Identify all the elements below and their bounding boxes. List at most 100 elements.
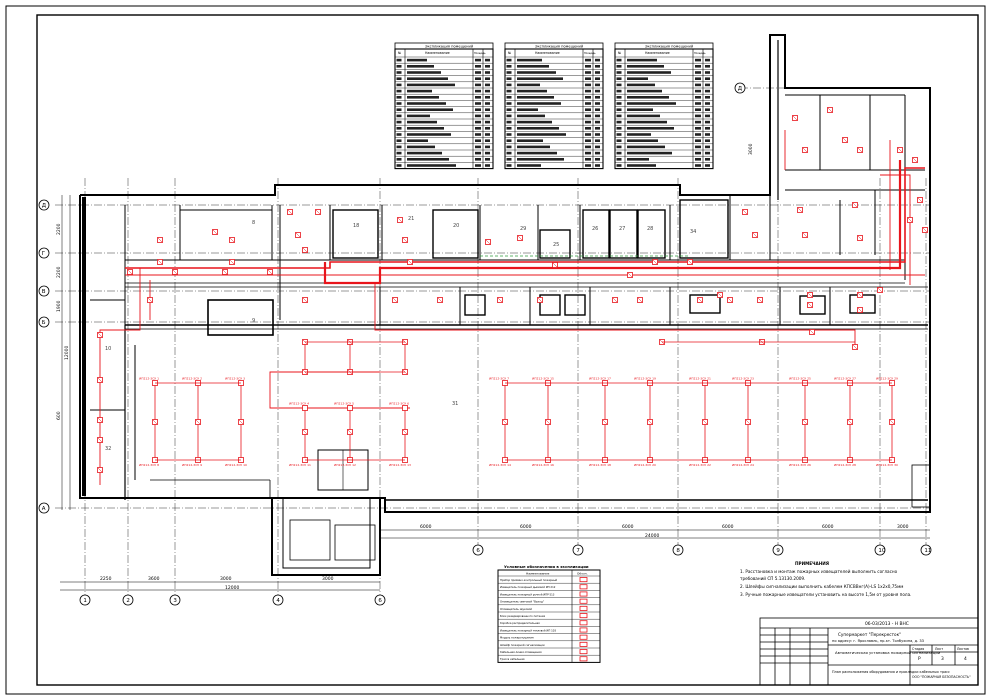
drawing-code: 06-03/2013 - Н ВНС <box>865 621 909 627</box>
schedule-cell-area <box>695 114 701 118</box>
detector-label-top: ИП212-3СУ 7 <box>489 377 509 381</box>
dim-l-2: 1900 <box>56 300 62 312</box>
schedule-cell-area <box>585 96 591 99</box>
schedule-cell-num <box>616 83 622 87</box>
schedule-cell-num <box>396 139 402 142</box>
detector-label-top: ИП212-3СУ 17 <box>589 377 611 381</box>
schedule-cell-extra <box>595 127 600 130</box>
detector-label-top: ИП212-3СУ 5 <box>334 402 354 406</box>
schedule-col-area: Площадь <box>584 52 596 55</box>
schedule-cell-area <box>475 145 481 149</box>
schedule-cell-name <box>627 151 672 155</box>
legend-symbol-icon <box>579 584 588 590</box>
schedule-cell-num <box>396 158 402 161</box>
schedule-cell-name <box>627 65 664 68</box>
schedule-cell-name <box>627 139 658 142</box>
schedule-cell-num <box>616 145 622 149</box>
schedule-cell-num <box>506 102 512 105</box>
schedule-cell-area <box>585 139 591 142</box>
schedule-cell-extra <box>595 133 600 136</box>
schedule-cell-extra <box>595 120 600 124</box>
legend-row-text: Оповещатель световой "Выход" <box>500 600 544 604</box>
legend-table: Условные обозначения в экспликацииНаимен… <box>497 564 601 663</box>
detector-label-top: ИП212-3СУ 2 <box>182 377 202 381</box>
schedule-cell-extra <box>705 108 710 111</box>
detector-label-top: ИП212-3СУ 23 <box>732 377 754 381</box>
schedule-cell-extra <box>595 158 600 161</box>
notes-title: ПРИМЕЧАНИЯ <box>795 561 829 566</box>
company-name: ООО "ПОЖАРНАЯ БЕЗОПАСНОСТЬ" <box>912 675 971 679</box>
detector-label-bottom: ИП212-3СУ 26 <box>789 463 811 467</box>
schedule-cell-name <box>627 108 653 111</box>
dim-b1-total: 12000 <box>225 585 239 591</box>
schedule-cell-extra <box>485 127 490 130</box>
dim-l-0: 2200 <box>56 223 62 235</box>
schedule-cell-extra <box>705 58 710 62</box>
detector-label-top: ИП212-3СУ 19 <box>634 377 656 381</box>
detector-label-top: ИП212-3СУ 4 <box>289 402 309 406</box>
axis-bubble-10 <box>874 544 886 556</box>
schedule-cell-num <box>396 83 402 87</box>
legend-symbol-icon <box>579 634 588 640</box>
project-line-1: Супермаркет "Перекресток" <box>838 632 901 637</box>
schedule-cell-num <box>506 145 512 149</box>
schedule-cell-area <box>585 114 591 118</box>
dim-top-right: 3000 <box>748 143 754 155</box>
schedule-cell-num <box>616 164 622 167</box>
schedule-cell-num <box>616 133 622 136</box>
room-34: 34 <box>690 229 696 235</box>
axis-label: 7 <box>576 548 580 554</box>
dim-b1-0: 2250 <box>100 576 112 582</box>
sales-detector-bottom: ИП212-3СУ 26 <box>789 457 811 467</box>
schedule-cell-num <box>396 96 402 99</box>
room-10: 10 <box>105 346 111 352</box>
room-9: 9 <box>252 318 255 324</box>
schedule-cell-name <box>517 96 554 99</box>
schedule-col-num: № <box>508 51 512 55</box>
schedule-cell-name <box>627 127 674 130</box>
legend-symbol-icon <box>579 627 588 633</box>
legend-symbol-icon <box>579 649 588 655</box>
schedule-cell-area <box>585 108 591 111</box>
sales-detector-top: ИП212-3СУ 21 <box>689 377 711 386</box>
schedule-cell-area <box>475 58 481 62</box>
schedule-cell-extra <box>595 58 600 62</box>
stage-value: Р <box>918 656 921 662</box>
axis-label: 6 <box>476 548 480 554</box>
schedule-cell-num <box>506 83 512 87</box>
schedule-cell-extra <box>705 151 710 155</box>
schedule-col-num: № <box>618 51 622 55</box>
schedule-title: Экспликация помещений <box>425 44 474 48</box>
schedule-cell-num <box>616 65 622 68</box>
schedule-cell-name <box>517 145 550 149</box>
schedule-cell-area <box>695 133 701 136</box>
schedule-cell-area <box>585 83 591 87</box>
axis-label: 11 <box>924 548 931 554</box>
notes-line-3: 3. Ручные пожарные извещатели установить… <box>740 592 912 597</box>
schedule-cell-extra <box>595 108 600 111</box>
axis-row-label: Д <box>42 203 47 209</box>
schedule-cell-name <box>627 89 662 93</box>
axis-bubble-row <box>38 285 50 297</box>
axis-bubble-row <box>38 199 50 211</box>
schedule-cell-name <box>627 145 665 149</box>
axis-row-label: В <box>42 289 46 295</box>
schedule-col-name: Наименование <box>645 51 670 55</box>
schedule-cell-num <box>396 89 402 93</box>
schedule-cell-num <box>616 114 622 118</box>
schedule-cell-num <box>396 120 402 124</box>
room-32: 32 <box>105 446 111 452</box>
schedule-cell-area <box>585 102 591 105</box>
schedule-cell-name <box>517 102 561 105</box>
grid-lines <box>55 87 930 598</box>
schedule-cell-name <box>517 139 543 142</box>
schedule-cell-area <box>475 71 481 74</box>
schedule-cell-name <box>517 83 540 87</box>
legend-row-text: Извещатель пожарный ручной ИПР 513 <box>500 592 555 596</box>
schedule-cell-extra <box>485 158 490 161</box>
schedule-cell-area <box>695 151 701 155</box>
sales-detector-bottom: ИП212-3СУ 24 <box>732 457 754 467</box>
axis-bubble-2 <box>122 594 134 606</box>
schedule-cell-name <box>517 71 556 74</box>
